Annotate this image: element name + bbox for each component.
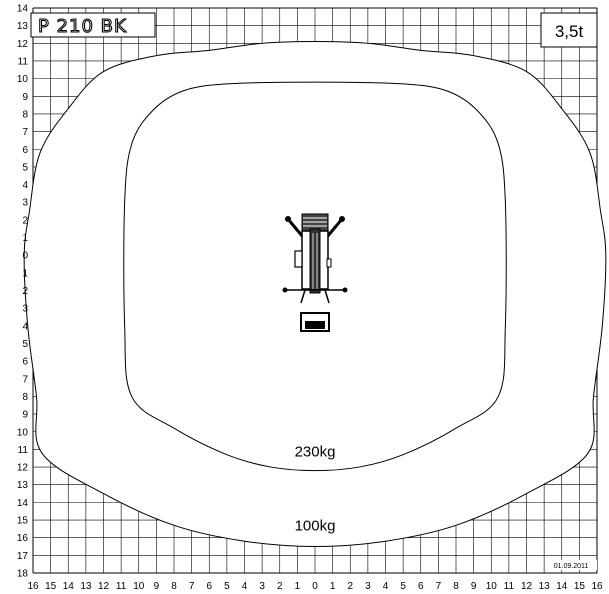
x-tick-label: 6	[206, 581, 212, 592]
x-tick-label: 12	[98, 581, 110, 592]
x-tick-label: 7	[189, 581, 195, 592]
y-tick-label: 4	[22, 321, 28, 332]
x-tick-label: 15	[45, 581, 57, 592]
y-tick-label: 18	[17, 569, 29, 580]
y-tick-label: 16	[17, 533, 29, 544]
x-tick-label: 1	[330, 581, 336, 592]
x-tick-label: 3	[365, 581, 371, 592]
capacity-box	[540, 12, 598, 48]
y-tick-label: 12	[17, 39, 29, 50]
zone-label-230kg: 230kg	[295, 443, 336, 460]
y-tick-label: 13	[17, 21, 29, 32]
x-tick-label: 12	[521, 581, 533, 592]
y-tick-label: 14	[17, 4, 29, 15]
y-tick-label: 12	[17, 463, 29, 474]
y-tick-label: 11	[18, 445, 29, 456]
x-tick-label: 9	[471, 581, 477, 592]
x-tick-label: 0	[312, 581, 318, 592]
x-tick-label: 4	[242, 581, 248, 592]
x-tick-label: 13	[539, 581, 551, 592]
y-tick-label: 17	[17, 551, 29, 562]
y-tick-label: 6	[22, 145, 28, 156]
x-tick-label: 10	[486, 581, 498, 592]
model-name: P 210 BK	[38, 16, 127, 37]
x-tick-label: 5	[400, 581, 406, 592]
y-tick-label: 1	[22, 268, 28, 279]
x-tick-label: 2	[277, 581, 283, 592]
x-tick-label: 16	[591, 581, 603, 592]
zone-label-100kg: 100kg	[295, 518, 336, 535]
x-tick-label: 7	[436, 581, 442, 592]
x-tick-label: 11	[504, 581, 515, 592]
x-tick-label: 10	[133, 581, 145, 592]
x-tick-label: 2	[347, 581, 353, 592]
y-tick-label: 2	[22, 215, 28, 226]
date-box	[546, 560, 597, 570]
x-tick-label: 16	[27, 581, 39, 592]
y-tick-label: 14	[17, 498, 29, 509]
x-tick-label: 15	[574, 581, 586, 592]
x-tick-label: 11	[116, 581, 127, 592]
y-tick-label: 9	[22, 92, 28, 103]
x-tick-label: 9	[154, 581, 160, 592]
x-tick-label: 3	[259, 581, 265, 592]
date-label: 01.09.2011	[554, 563, 589, 570]
x-tick-label: 5	[224, 581, 230, 592]
x-tick-label: 8	[453, 581, 459, 592]
y-tick-label: 9	[22, 410, 28, 421]
y-tick-label: 13	[17, 480, 29, 491]
vehicle-top-view-icon	[282, 213, 348, 332]
y-tick-label: 5	[22, 339, 28, 350]
y-tick-label: 3	[22, 198, 28, 209]
y-tick-label: 10	[17, 427, 29, 438]
y-tick-label: 5	[22, 162, 28, 173]
y-tick-label: 2	[22, 286, 28, 297]
model-box	[30, 12, 156, 38]
y-tick-label: 8	[22, 109, 28, 120]
y-tick-label: 8	[22, 392, 28, 403]
y-tick-label: 6	[22, 357, 28, 368]
x-tick-label: 1	[295, 581, 301, 592]
y-tick-label: 7	[22, 127, 28, 138]
load-zones: 230kg 100kg	[23, 41, 607, 548]
x-tick-label: 14	[63, 581, 75, 592]
x-tick-label: 6	[418, 581, 424, 592]
y-tick-label: 11	[18, 56, 29, 67]
axis-labels: 1413121110987654321012345678910111213141…	[17, 4, 603, 593]
y-tick-label: 0	[22, 251, 28, 262]
y-tick-label: 4	[22, 180, 28, 191]
x-tick-label: 13	[80, 581, 92, 592]
y-tick-label: 3	[22, 304, 28, 315]
y-tick-label: 7	[22, 374, 28, 385]
x-tick-label: 4	[383, 581, 389, 592]
x-tick-label: 14	[556, 581, 568, 592]
capacity-label: 3,5t	[555, 22, 584, 41]
y-tick-label: 1	[22, 233, 28, 244]
x-tick-label: 8	[171, 581, 177, 592]
y-tick-label: 10	[17, 74, 29, 85]
y-tick-label: 15	[17, 516, 29, 527]
